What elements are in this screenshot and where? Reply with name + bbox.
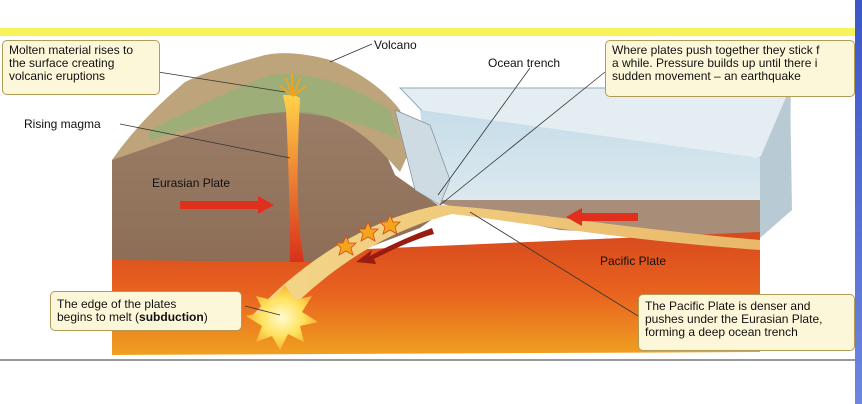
label-rising-magma: Rising magma bbox=[24, 117, 101, 131]
callout-molten-material: Molten material rises to the surface cre… bbox=[2, 40, 160, 95]
label-volcano: Volcano bbox=[374, 38, 417, 52]
label-eurasian-plate: Eurasian Plate bbox=[152, 176, 230, 190]
callout-line: forming a deep ocean trench bbox=[645, 326, 848, 339]
callout-line: volcanic eruptions bbox=[9, 70, 153, 83]
callout-plates-push: Where plates push together they stick f … bbox=[605, 40, 855, 97]
callout-text: ) bbox=[204, 310, 208, 324]
callout-line: sudden movement – an earthquake bbox=[612, 70, 848, 83]
label-pacific-plate: Pacific Plate bbox=[600, 254, 666, 268]
callout-line: begins to melt (subduction) bbox=[57, 311, 235, 324]
subduction-term: subduction bbox=[139, 310, 204, 324]
callout-pacific-denser: The Pacific Plate is denser and pushes u… bbox=[638, 294, 855, 351]
callout-edge-melt: The edge of the plates begins to melt (s… bbox=[50, 291, 242, 331]
label-ocean-trench: Ocean trench bbox=[488, 56, 560, 70]
callout-text: begins to melt ( bbox=[57, 310, 139, 324]
